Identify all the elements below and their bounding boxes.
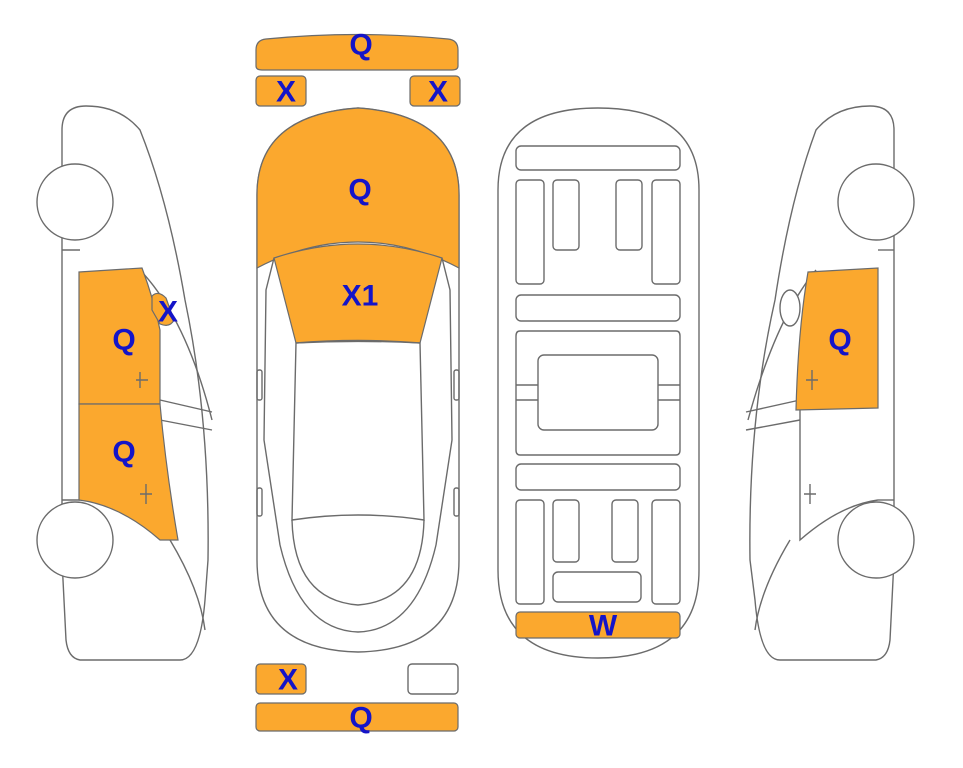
front-right-light-code: X <box>428 76 448 109</box>
right-rear-door-code: Q <box>828 324 851 357</box>
front-right-light-panel[interactable] <box>409 75 461 107</box>
windscreen-code: X1 <box>342 280 379 313</box>
underside-body <box>497 107 700 659</box>
front-bumper-code: Q <box>349 29 372 62</box>
right-mirror <box>779 289 801 327</box>
left-front-wheel <box>36 163 114 241</box>
windscreen-panel[interactable] <box>273 243 443 344</box>
rear-panel[interactable] <box>515 611 681 639</box>
rear-left-light-code: X <box>278 664 298 697</box>
bonnet-code: Q <box>348 174 371 207</box>
rear-panel-code: W <box>589 610 618 643</box>
front-bumper-panel[interactable] <box>255 33 459 71</box>
left-rear-wheel <box>36 501 114 579</box>
front-left-light-panel[interactable] <box>255 75 307 107</box>
left-front-door-code: Q <box>112 324 135 357</box>
right-rear-wheel <box>837 501 915 579</box>
front-left-light-code: X <box>276 76 296 109</box>
right-front-wheel <box>837 163 915 241</box>
rear-bumper-panel[interactable] <box>255 702 459 732</box>
left-mirror-code: X <box>158 296 178 329</box>
left-rear-door-panel[interactable] <box>78 403 179 541</box>
rear-left-light-panel[interactable] <box>255 663 307 695</box>
top-view-car: Q X1 <box>256 107 460 653</box>
rear-bumper-code: Q <box>349 702 372 735</box>
right-rear-door-panel[interactable] <box>795 267 879 411</box>
rear-right-light-panel[interactable] <box>407 663 459 695</box>
bonnet-panel[interactable] <box>256 107 460 269</box>
left-mirror-panel[interactable] <box>151 292 175 326</box>
underside-view <box>497 107 700 659</box>
left-rear-door-code: Q <box>112 436 135 469</box>
